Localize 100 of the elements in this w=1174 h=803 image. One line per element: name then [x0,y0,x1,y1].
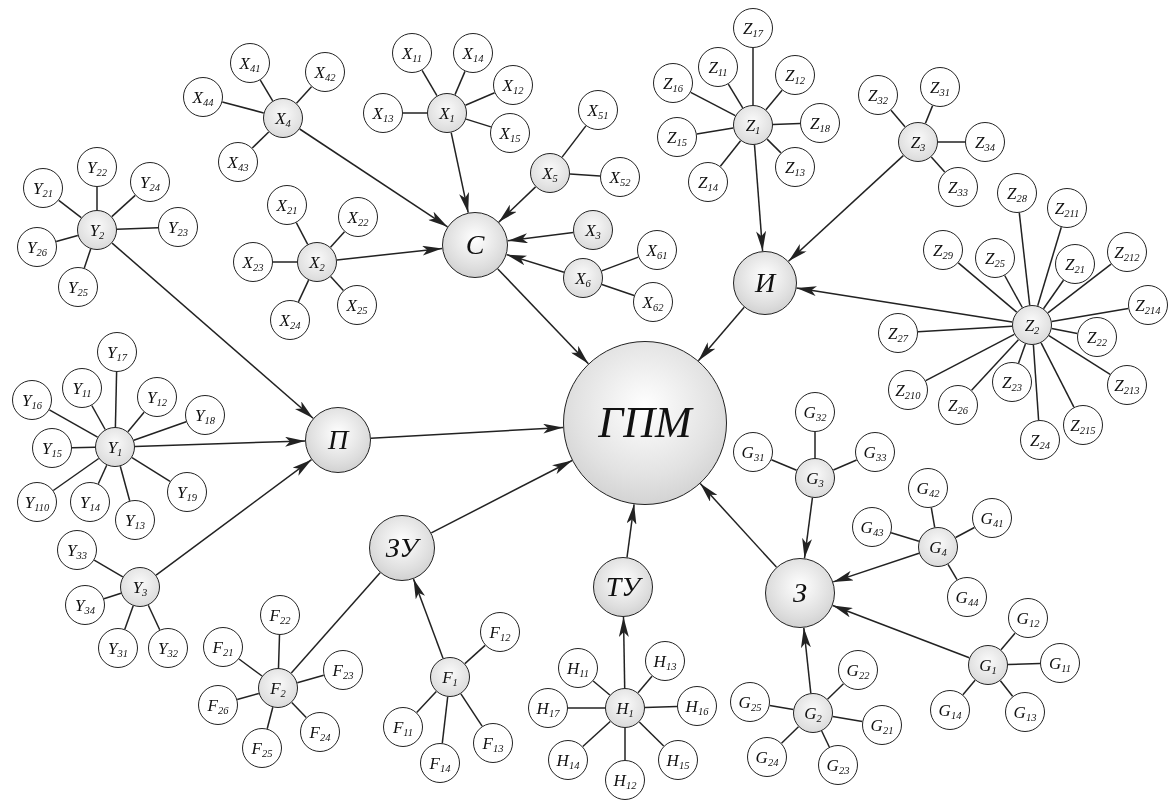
element-circle [688,162,728,202]
connector-line [1042,279,1065,310]
category-circle [442,212,508,278]
node-label: G$_{41}$ [980,509,1004,527]
node-label: Y$_{32}$ [158,639,178,657]
node-label: H$_{15}$ [666,751,690,769]
node-label: X$_{1}$ [439,104,455,122]
node-label: Z$_{29}$ [933,241,953,259]
node-label: Z$_{24}$ [1030,431,1050,449]
connector-line [238,658,263,677]
node-label: G$_{12}$ [1016,609,1040,627]
node-label: X$_{25}$ [346,296,368,314]
node-label: Z$_{25}$ [985,249,1005,267]
node-label: Z$_{28}$ [1007,184,1027,202]
element-circle [558,648,598,688]
connector-line [766,138,782,154]
element-circle [637,230,677,270]
group-circle [430,657,470,697]
element-circle [645,641,685,681]
element-circle [32,428,72,468]
connector-line [689,91,737,117]
element-circle [203,627,243,667]
element-circle [98,628,138,668]
connector-line [266,706,274,730]
connector-line [1017,343,1027,364]
connector-line [465,118,492,128]
group-circle [968,645,1008,685]
connector-line [131,456,171,483]
node-label: И [754,269,776,297]
connector-line [937,141,966,143]
connector-line [119,465,131,502]
connector-line [460,693,483,727]
connector-line [569,173,601,177]
connector-line [624,727,626,761]
node-label: F$_{24}$ [309,723,331,741]
element-circle [658,740,698,780]
node-label: Y$_{25}$ [68,278,88,296]
node-label: H$_{16}$ [685,697,709,715]
element-circle [938,167,978,207]
arrow [430,459,573,534]
arrow [699,482,778,568]
node-label: X$_{3}$ [585,221,601,239]
node-label: Z$_{3}$ [910,133,926,151]
connector-line [1048,334,1111,376]
connector-line [930,506,936,529]
element-circle [383,707,423,747]
node-label: F$_{22}$ [269,606,291,624]
node-label: Z$_{213}$ [1114,376,1140,394]
connector-line [727,83,744,109]
connector-line [127,411,145,433]
node-label: F$_{25}$ [251,739,273,757]
node-label: X$_{22}$ [347,208,369,226]
element-circle [1107,365,1147,405]
connector-line [947,563,958,581]
element-circle [677,686,717,726]
element-circle [862,705,902,745]
connector-line [48,409,99,438]
element-circle [242,728,282,768]
node-label: Z$_{12}$ [785,66,805,84]
arrow [498,186,537,223]
group-circle [95,427,135,467]
element-circle [528,688,568,728]
connector-line [290,571,381,674]
element-circle [1055,244,1095,284]
connector-line [52,457,100,492]
element-circle [338,197,378,237]
element-circle [480,612,520,652]
connector-line [924,104,934,125]
element-circle [267,185,307,225]
node-label: H$_{11}$ [567,659,589,677]
element-circle [490,113,530,153]
element-circle [1107,232,1147,272]
element-circle [795,392,835,432]
arrow [155,458,313,576]
element-circle [818,745,858,785]
node-label: X$_{52}$ [609,168,631,186]
node-label: G$_{22}$ [846,661,870,679]
arrow [753,144,767,252]
connector-line [930,156,946,173]
connector-line [272,261,298,263]
element-circle [148,628,188,668]
element-circle [260,595,300,635]
connector-line [962,679,976,696]
element-circle [855,432,895,472]
node-label: X$_{2}$ [309,253,325,271]
element-circle [130,162,170,202]
connector-line [329,231,346,248]
element-circle [300,712,340,752]
node-label: Z$_{32}$ [868,86,888,104]
connector-line [295,86,313,104]
category-circle [593,557,653,617]
connector-line [55,234,79,243]
element-circle [908,468,948,508]
node-label: Y$_{16}$ [22,391,42,409]
node-label: Y$_{13}$ [125,511,145,529]
element-circle [65,585,105,625]
element-circle [1047,188,1087,228]
node-label: Z$_{1}$ [745,116,761,134]
connector-line [1036,226,1063,307]
connector-line [329,275,345,292]
